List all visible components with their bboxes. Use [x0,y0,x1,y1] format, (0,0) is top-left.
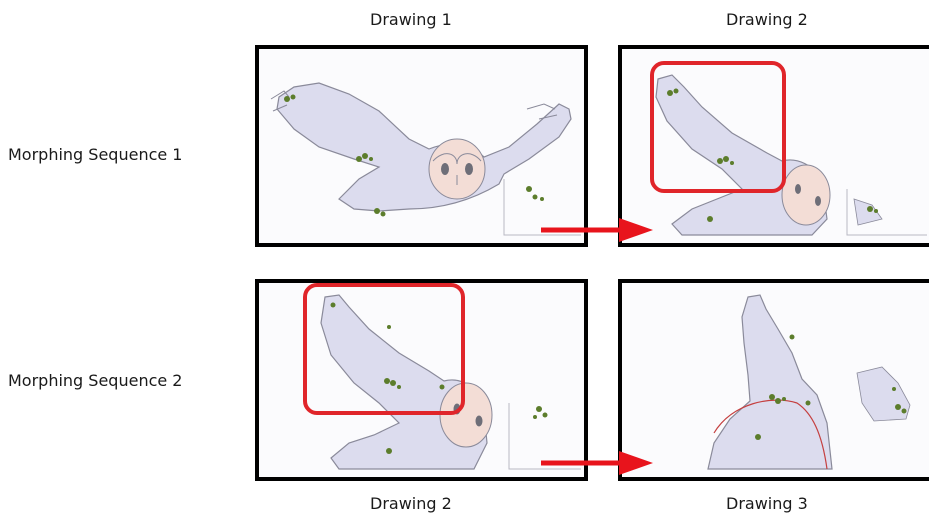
owl-drawing-2 [622,49,929,243]
column-caption-drawing2-top: Drawing 2 [726,10,808,30]
owl-drawing-3 [622,283,929,477]
frame-seq1-drawing2 [618,45,929,247]
owl-drawing-2b [259,283,584,477]
frame-seq2-drawing3 [618,279,929,481]
column-caption-drawing3-bottom: Drawing 3 [726,494,808,514]
frame-seq1-drawing1 [255,45,588,247]
arrow-right-icon [541,215,653,245]
column-caption-drawing2-bottom: Drawing 2 [370,494,452,514]
row-caption-sequence2: Morphing Sequence 2 [8,371,182,391]
frame-seq2-drawing2 [255,279,588,481]
column-caption-drawing1-top: Drawing 1 [370,10,452,30]
arrow-right-icon [541,448,653,478]
owl-drawing-1 [259,49,584,243]
row-caption-sequence1: Morphing Sequence 1 [8,145,182,165]
